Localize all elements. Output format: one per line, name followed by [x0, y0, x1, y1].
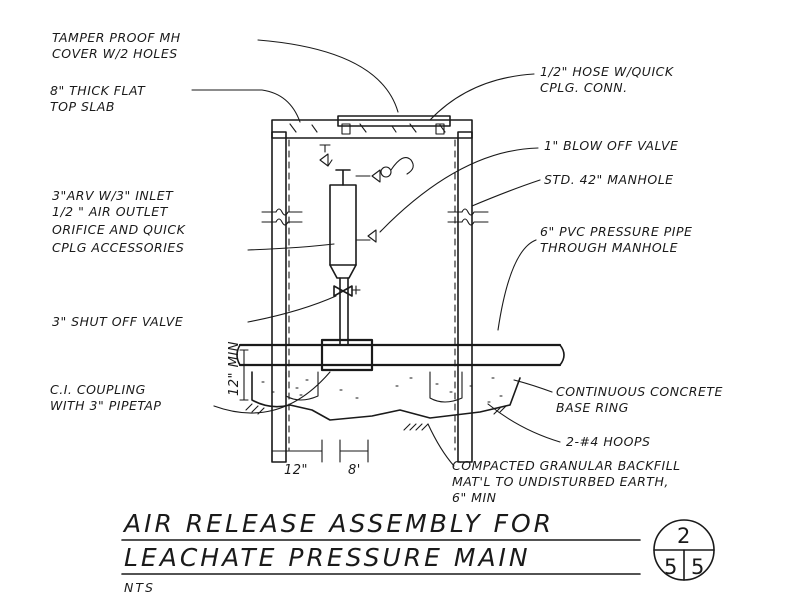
- leader-cover: [257, 39, 399, 113]
- earth-hatch: [245, 403, 507, 431]
- pipe-end-left: [236, 344, 241, 366]
- blowoff-label: 1" BLOW OFF VALVE: [544, 138, 678, 153]
- cover-label-2: COVER W/2 HOLES: [52, 46, 178, 61]
- cover-hole-right: [435, 123, 445, 135]
- hose-label-2: CPLG. CONN.: [540, 80, 628, 95]
- leader-manhole: [471, 179, 541, 207]
- dim-12-label: 12": [284, 463, 308, 478]
- pipe-label-2: THROUGH MANHOLE: [540, 240, 678, 255]
- shutoff-label: 3" SHUT OFF VALVE: [52, 314, 183, 329]
- manhole-left-wall: [271, 131, 287, 463]
- backfill-label-1: COMPACTED GRANULAR BACKFILL: [452, 458, 681, 473]
- sheet-number-right: 5: [691, 555, 705, 579]
- cover-label-1: TAMPER PROOF MH: [52, 30, 181, 45]
- scale-label: NTS: [124, 580, 155, 595]
- footing-stipple: [261, 377, 503, 403]
- arv-label-4: CPLG ACCESSORIES: [52, 240, 184, 255]
- wall-break-left: [261, 208, 303, 226]
- hose: [390, 157, 414, 175]
- leader-blowoff: [379, 147, 539, 233]
- dim-8-label: 8': [348, 463, 361, 478]
- manhole-label: STD. 42" MANHOLE: [544, 172, 674, 187]
- leader-hoops: [487, 403, 561, 443]
- leader-slab: [191, 89, 301, 123]
- top-slab: [271, 119, 473, 139]
- air-outlet-valve: [319, 153, 333, 167]
- dim-12min-line: [239, 349, 249, 401]
- pipe-end-right: [559, 344, 565, 366]
- base-label-2: BASE RING: [556, 400, 629, 415]
- quick-coupling: [380, 166, 392, 178]
- base-ring-outline: [251, 371, 521, 421]
- detail-number: 2: [677, 524, 691, 548]
- pipe-label-1: 6" PVC PRESSURE PIPE: [540, 224, 692, 239]
- arv-label-2: 1/2 " AIR OUTLET: [52, 204, 169, 219]
- dim-12min-label: 12" MIN: [227, 341, 242, 396]
- arv-label-1: 3"ARV W/3" INLET: [52, 188, 174, 203]
- coupling-label-1: C.I. COUPLING: [50, 382, 146, 397]
- arv-body: [329, 184, 357, 266]
- arv-outlet: [335, 169, 351, 186]
- slab-label-1: 8" THICK FLAT: [50, 83, 146, 98]
- ci-coupling: [320, 338, 374, 372]
- arv-taper: [329, 264, 357, 279]
- base-label-1: CONTINUOUS CONCRETE: [556, 384, 723, 399]
- coupling-label-2: WITH 3" PIPETAP: [50, 398, 161, 413]
- wall-break-right: [447, 208, 489, 226]
- base-ring-right: [429, 371, 463, 403]
- pvc-pressure-pipe: [238, 343, 562, 367]
- manhole-right-wall: [457, 131, 473, 463]
- leader-arv: [247, 243, 335, 251]
- arv-label-3: ORIFICE AND QUICK: [52, 222, 187, 237]
- blow-off-pipe: [355, 229, 377, 243]
- hose-pipe: [355, 169, 381, 183]
- leader-pipe: [497, 239, 537, 331]
- hoops-label: 2-#4 HOOPS: [566, 434, 650, 449]
- leader-shutoff: [247, 295, 337, 323]
- air-release-valve-assembly: [319, 144, 414, 346]
- backfill-label-3: 6" MIN: [452, 490, 497, 505]
- base-ring-left: [285, 371, 319, 401]
- air-outlet-stem: [319, 144, 331, 153]
- manhole-cover: [337, 115, 451, 127]
- manhole-structure: [261, 115, 489, 463]
- dim-12-line: [271, 439, 323, 463]
- title-line-1: AIR RELEASE ASSEMBLY FOR: [122, 509, 554, 538]
- title-line-2: LEACHATE PRESSURE MAIN: [124, 543, 531, 572]
- sheet-number-left: 5: [664, 555, 678, 579]
- backfill-label-2: MAT'L TO UNDISTURBED EARTH,: [452, 474, 669, 489]
- title-block: AIR RELEASE ASSEMBLY FOR LEACHATE PRESSU…: [121, 509, 715, 595]
- shut-off-stem: [351, 285, 361, 295]
- leader-lines: [191, 39, 561, 467]
- leader-base: [513, 379, 553, 393]
- slab-label-2: TOP SLAB: [50, 99, 115, 114]
- cover-hole-left: [341, 123, 351, 135]
- leader-backfill: [427, 423, 455, 467]
- hose-label-1: 1/2" HOSE W/QUICK: [540, 64, 675, 79]
- leader-hose: [429, 73, 535, 121]
- callout-labels: TAMPER PROOF MH COVER W/2 HOLES 8" THICK…: [50, 30, 723, 505]
- slab-hatch: [289, 123, 446, 133]
- leader-coupling: [213, 371, 331, 414]
- dim-8-line: [339, 439, 369, 463]
- shut-off-valve-symbol: [333, 285, 353, 297]
